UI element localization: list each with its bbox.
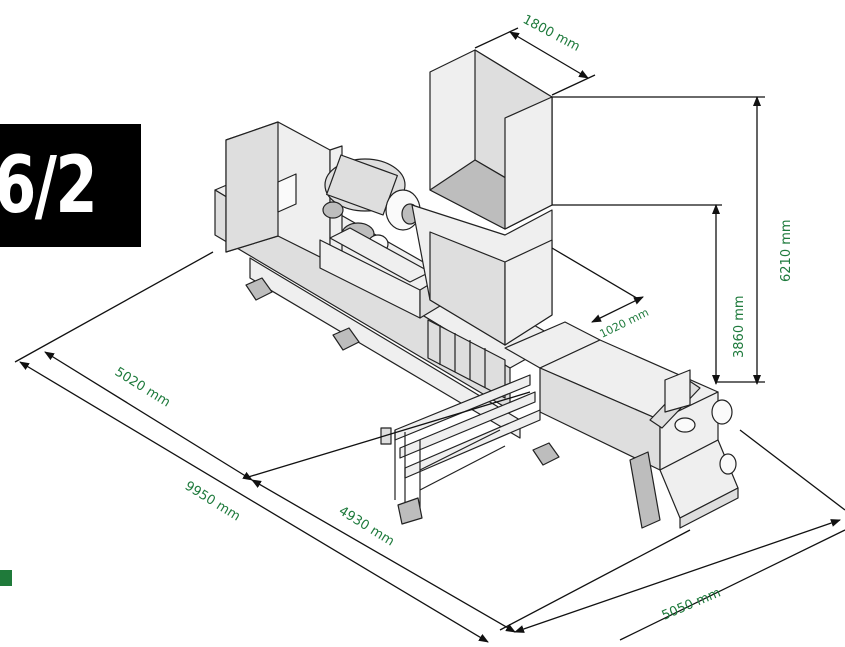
dimension-lines <box>14 27 845 643</box>
cabinet-window <box>277 173 297 213</box>
model-label: 6/2 <box>0 140 98 231</box>
dim-label-5050: 5050 mm <box>660 585 723 623</box>
dim-label-6210: 6210 mm <box>779 219 794 282</box>
dim-label-1800: 1800 mm <box>520 12 582 55</box>
foot <box>332 327 360 351</box>
lever-plate <box>664 369 691 413</box>
dim-line-1020 <box>591 296 644 323</box>
dim-label-9950: 9950 mm <box>182 479 243 525</box>
dim-label-3860: 3860 mm <box>732 295 747 358</box>
foot <box>245 277 273 301</box>
dim-line-1800 <box>509 31 589 79</box>
dim-line-5050 <box>514 519 841 633</box>
dim-label-1020: 1020 mm <box>598 306 651 341</box>
model-badge: 6/2 <box>0 124 141 247</box>
dim-line-5020 <box>44 351 253 481</box>
dim-label-4930: 4930 mm <box>336 504 397 550</box>
foot <box>532 442 560 466</box>
dim-label-5020: 5020 mm <box>112 365 173 411</box>
frame-foot <box>397 497 423 525</box>
accent-tab <box>0 570 12 586</box>
dim-line-4930 <box>251 479 516 633</box>
baler-machine <box>214 49 739 529</box>
